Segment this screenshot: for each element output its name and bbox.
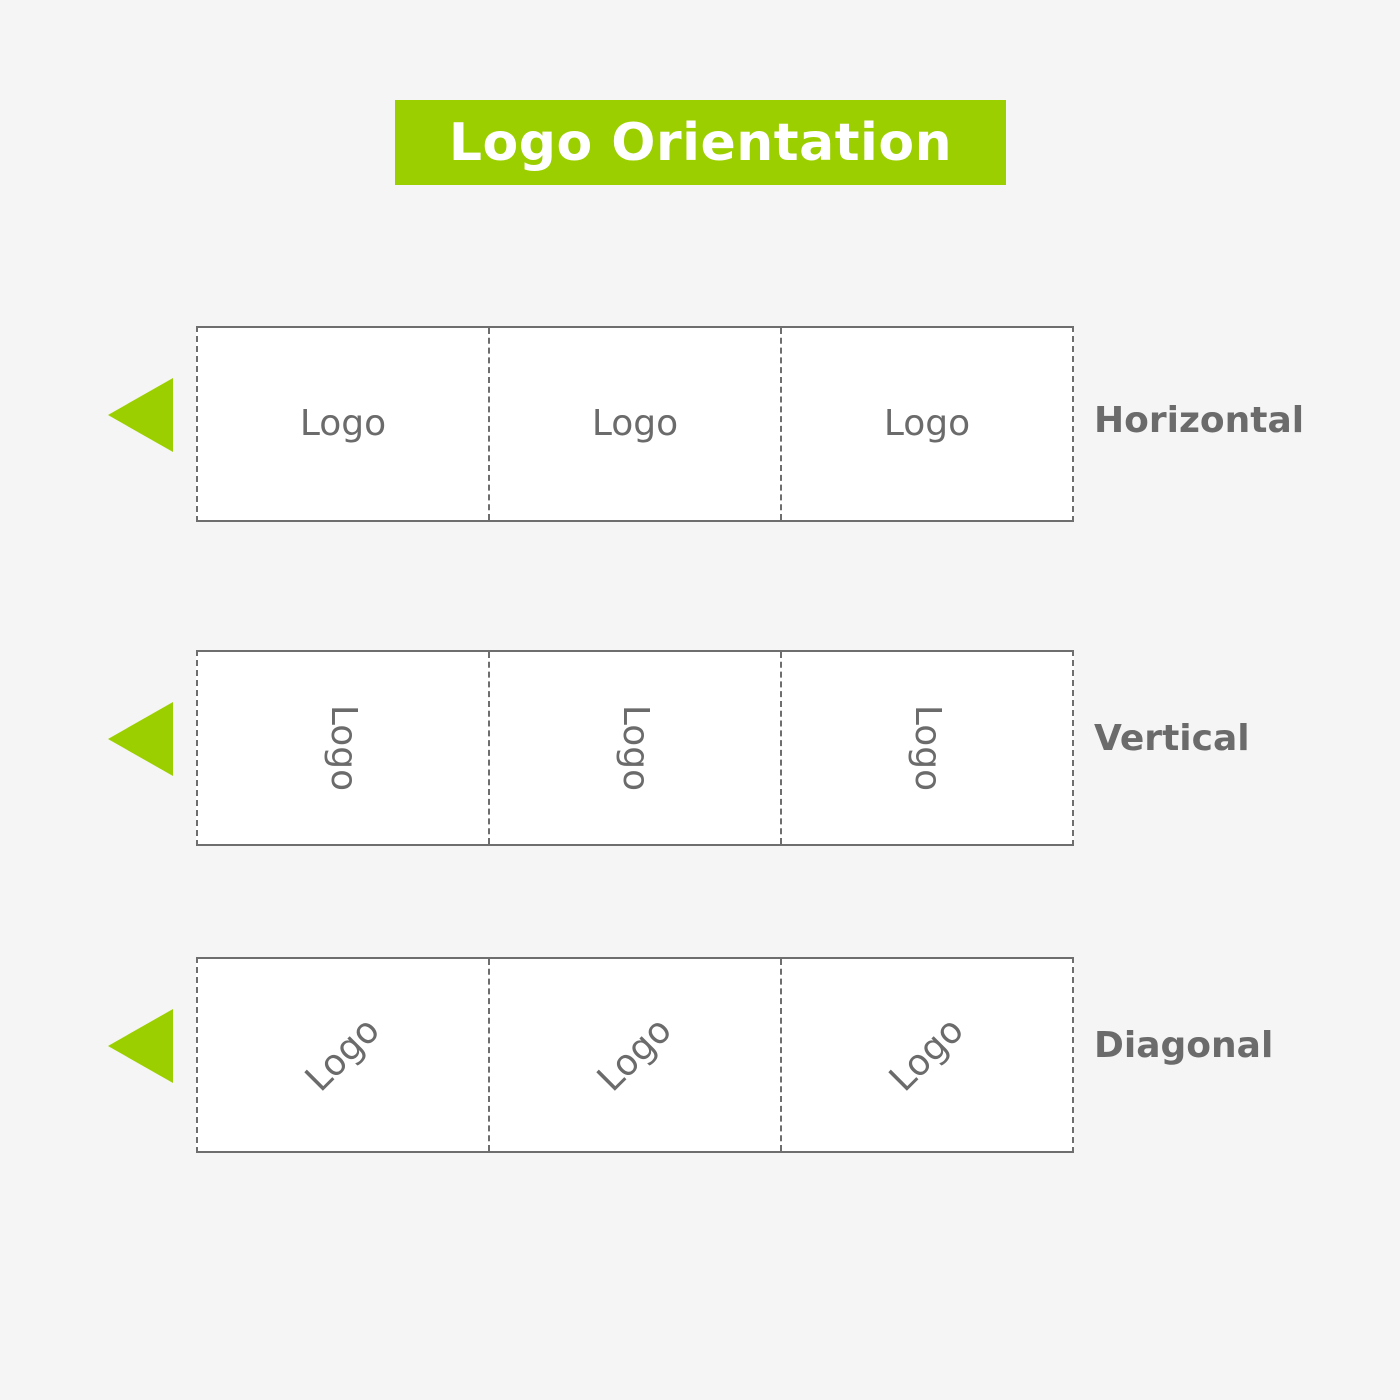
row-label-diagonal: Diagonal [1094, 1025, 1274, 1066]
logo-cell: Logo [198, 652, 488, 844]
logo-strip-vertical: Logo Logo Logo [196, 650, 1074, 846]
logo-placeholder: Logo [906, 704, 948, 792]
logo-cell: Logo [780, 959, 1072, 1151]
row-label-horizontal: Horizontal [1094, 400, 1305, 441]
logo-placeholder: Logo [591, 403, 679, 444]
page-title: Logo Orientation [448, 112, 953, 173]
orientation-row-horizontal: Logo Logo Logo Horizontal [0, 326, 1400, 522]
logo-cell: Logo [780, 652, 1072, 844]
logo-cell: Logo [198, 328, 488, 520]
orientation-row-vertical: Logo Logo Logo Vertical [0, 650, 1400, 846]
logo-placeholder: Logo [589, 1009, 680, 1100]
logo-cell: Logo [780, 328, 1072, 520]
logo-strip-diagonal: Logo Logo Logo [196, 957, 1074, 1153]
arrow-left-icon [108, 378, 173, 452]
logo-cell: Logo [488, 959, 780, 1151]
row-label-vertical: Vertical [1094, 718, 1250, 759]
logo-placeholder: Logo [297, 1009, 388, 1100]
logo-placeholder: Logo [299, 403, 387, 444]
title-banner: Logo Orientation [395, 100, 1006, 185]
logo-placeholder: Logo [322, 704, 364, 792]
logo-cell: Logo [488, 652, 780, 844]
arrow-left-icon [108, 702, 173, 776]
logo-cell: Logo [198, 959, 488, 1151]
logo-placeholder: Logo [883, 403, 971, 444]
logo-cell: Logo [488, 328, 780, 520]
logo-strip-horizontal: Logo Logo Logo [196, 326, 1074, 522]
logo-placeholder: Logo [614, 704, 656, 792]
arrow-left-icon [108, 1009, 173, 1083]
logo-placeholder: Logo [881, 1009, 972, 1100]
orientation-row-diagonal: Logo Logo Logo Diagonal [0, 957, 1400, 1153]
